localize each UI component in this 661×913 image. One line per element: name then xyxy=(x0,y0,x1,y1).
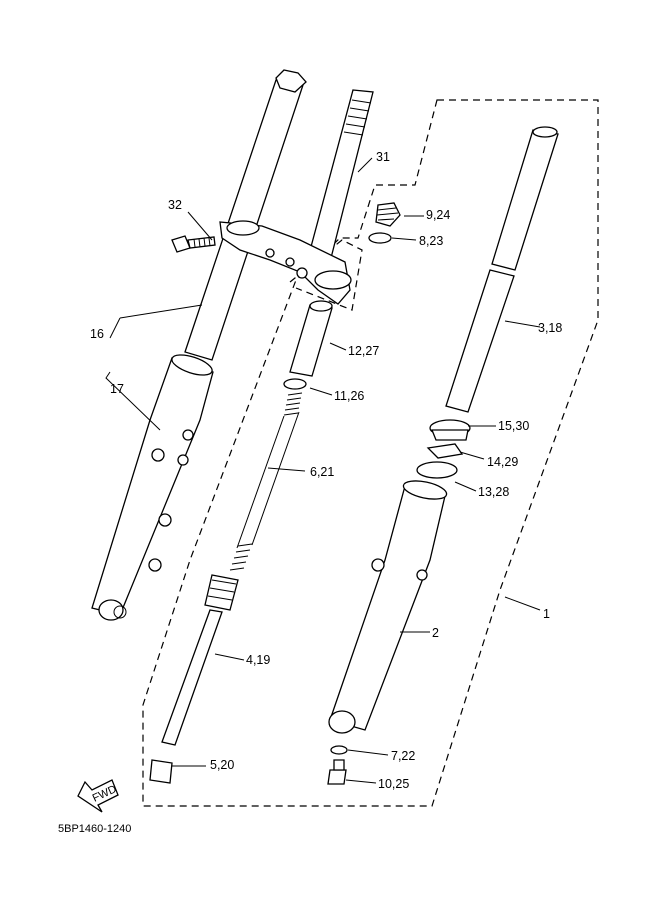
diagram-code: 5BP1460-1240 xyxy=(58,823,131,835)
label-7-22: 7,22 xyxy=(391,749,415,763)
label-2: 2 xyxy=(432,626,439,640)
under-bracket xyxy=(219,220,352,305)
pinch-bolt-32 xyxy=(171,235,216,253)
label-32: 32 xyxy=(168,198,182,212)
label-12-27: 12,27 xyxy=(348,344,379,358)
label-9-24: 9,24 xyxy=(426,208,450,222)
fork-spring xyxy=(229,392,303,571)
fork-assembly-dashed-outline xyxy=(142,99,599,807)
label-3-18: 3,18 xyxy=(538,321,562,335)
label-10-25: 10,25 xyxy=(378,777,409,791)
label-15-30: 15,30 xyxy=(498,419,529,433)
label-5-20: 5,20 xyxy=(210,758,234,772)
bracket-dashed-outline xyxy=(289,239,363,311)
leader-lines xyxy=(105,157,541,784)
label-8-23: 8,23 xyxy=(419,234,443,248)
oil-seal xyxy=(416,461,458,479)
steering-stem xyxy=(307,89,374,263)
damper-rod xyxy=(161,574,239,746)
spring-seat-washer xyxy=(283,378,307,390)
assembled-fork-leg xyxy=(91,69,307,621)
spacer-tube xyxy=(289,300,333,377)
dust-seal xyxy=(429,419,471,441)
retaining-clip xyxy=(426,443,464,459)
inner-tube xyxy=(445,126,559,413)
label-4-19: 4,19 xyxy=(246,653,270,667)
label-16: 16 xyxy=(90,327,104,341)
label-1: 1 xyxy=(543,607,550,621)
damper-bolt xyxy=(327,759,347,785)
copper-washer xyxy=(330,745,348,755)
label-13-28: 13,28 xyxy=(478,485,509,499)
cap-bolt xyxy=(375,202,401,227)
label-11-26: 11,26 xyxy=(334,389,364,403)
label-31: 31 xyxy=(376,150,390,164)
fwd-arrow-icon xyxy=(77,779,119,813)
outer-tube xyxy=(328,480,448,734)
oil-lock-piece xyxy=(149,759,173,784)
label-14-29: 14,29 xyxy=(487,455,518,469)
label-6-21: 6,21 xyxy=(310,465,334,479)
o-ring xyxy=(368,232,392,244)
label-17: 17 xyxy=(110,382,124,396)
